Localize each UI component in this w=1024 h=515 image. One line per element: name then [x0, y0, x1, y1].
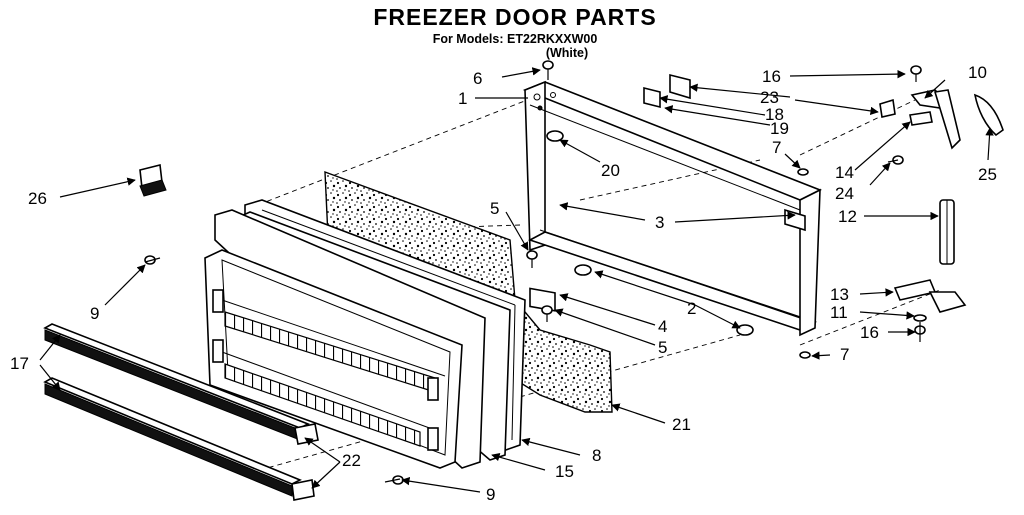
callout-20: 20 [601, 161, 620, 180]
callout-1: 1 [458, 89, 467, 108]
models-line: For Models: ET22RKXXW00 [433, 32, 598, 46]
callout-10: 10 [968, 63, 987, 82]
callout-14: 14 [835, 163, 854, 182]
clip-part-19 [643, 86, 661, 109]
callout-5-top: 5 [490, 199, 499, 218]
callout-24: 24 [835, 184, 854, 203]
callout-6: 6 [473, 69, 482, 88]
callout-8: 8 [592, 446, 601, 465]
callout-17: 17 [10, 354, 29, 373]
callout-22: 22 [342, 451, 361, 470]
callout-2: 2 [687, 299, 696, 318]
clip-part-18 [669, 73, 691, 100]
callout-25: 25 [978, 165, 997, 184]
callout-3: 3 [655, 213, 664, 232]
callout-12: 12 [838, 207, 857, 226]
callout-16-top: 16 [762, 67, 781, 86]
hinge-assembly [797, 89, 1004, 359]
callout-13: 13 [830, 285, 849, 304]
screws [144, 60, 926, 485]
callout-21: 21 [672, 415, 691, 434]
callout-4: 4 [658, 317, 667, 336]
callout-9-bottom: 9 [486, 485, 495, 504]
callout-5-bottom: 5 [658, 338, 667, 357]
callout-19: 19 [770, 119, 789, 138]
callout-7-top: 7 [772, 138, 781, 157]
callout-11: 11 [830, 303, 848, 322]
leader-lines [39, 67, 994, 493]
callout-16-bottom: 16 [860, 323, 879, 342]
color-label: (White) [546, 46, 588, 60]
page-title: FREEZER DOOR PARTS [373, 4, 656, 30]
bracket-part-26 [139, 164, 167, 197]
shelf-bars [43, 323, 319, 501]
callout-9-top: 9 [90, 304, 99, 323]
callout-15: 15 [555, 462, 574, 481]
callout-18: 18 [765, 105, 784, 124]
callout-7-bottom: 7 [840, 345, 849, 364]
callout-labels: 6 1 16 23 18 19 7 10 14 24 25 20 3 12 5 … [10, 63, 997, 504]
inner-door-liner [204, 209, 486, 469]
outer-door-frame [522, 80, 822, 337]
callout-26: 26 [28, 189, 47, 208]
callout-23: 23 [760, 88, 779, 107]
